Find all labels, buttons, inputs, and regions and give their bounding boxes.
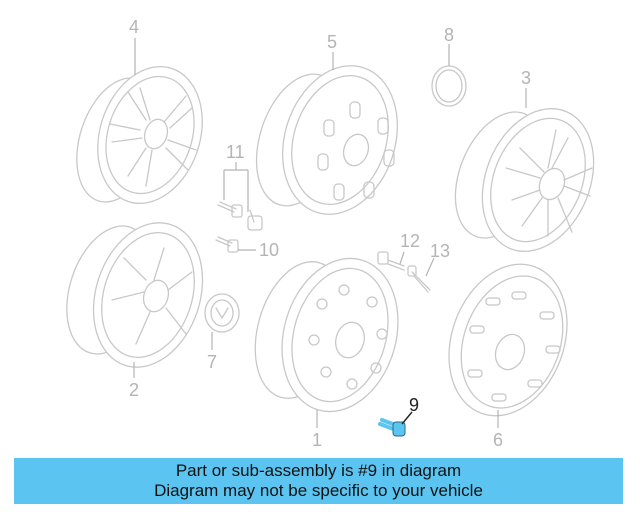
emblem-ring-8[interactable] bbox=[431, 65, 467, 107]
callout-7: 7 bbox=[207, 352, 217, 372]
bolt-9-highlighted[interactable] bbox=[378, 418, 406, 437]
bolt-12[interactable] bbox=[377, 251, 405, 271]
wheel-2[interactable] bbox=[52, 209, 221, 382]
info-banner: Part or sub-assembly is #9 in diagram Di… bbox=[14, 458, 623, 504]
callout-5: 5 bbox=[327, 32, 337, 52]
callout-lines bbox=[133, 38, 527, 428]
callout-6: 6 bbox=[493, 430, 503, 450]
callout-11: 11 bbox=[226, 142, 245, 162]
bolt-10[interactable] bbox=[215, 236, 239, 253]
callout-2: 2 bbox=[129, 380, 139, 400]
parts-diagram: 4 5 8 3 11 10 12 13 7 2 1 6 9 bbox=[52, 17, 614, 450]
wheel-4[interactable] bbox=[62, 53, 219, 217]
banner-line-1: Part or sub-assembly is #9 in diagram bbox=[175, 461, 462, 480]
banner-line-2: Diagram may not be specific to your vehi… bbox=[154, 481, 483, 500]
callout-9: 9 bbox=[409, 395, 419, 415]
callout-8: 8 bbox=[444, 25, 454, 45]
wheel-1[interactable] bbox=[240, 245, 415, 426]
wheel-5[interactable] bbox=[241, 51, 416, 230]
wheel-3[interactable] bbox=[438, 92, 614, 268]
stud-13[interactable] bbox=[407, 265, 431, 293]
center-cap-7[interactable] bbox=[204, 293, 240, 333]
callout-1: 1 bbox=[312, 430, 322, 450]
callout-13: 13 bbox=[430, 241, 450, 261]
wheel-cover-6[interactable] bbox=[429, 248, 588, 433]
callout-3: 3 bbox=[521, 68, 531, 88]
callout-4: 4 bbox=[129, 17, 139, 37]
lug-bolts-11[interactable] bbox=[217, 201, 263, 231]
callout-10: 10 bbox=[259, 240, 279, 260]
callout-12: 12 bbox=[400, 231, 420, 251]
